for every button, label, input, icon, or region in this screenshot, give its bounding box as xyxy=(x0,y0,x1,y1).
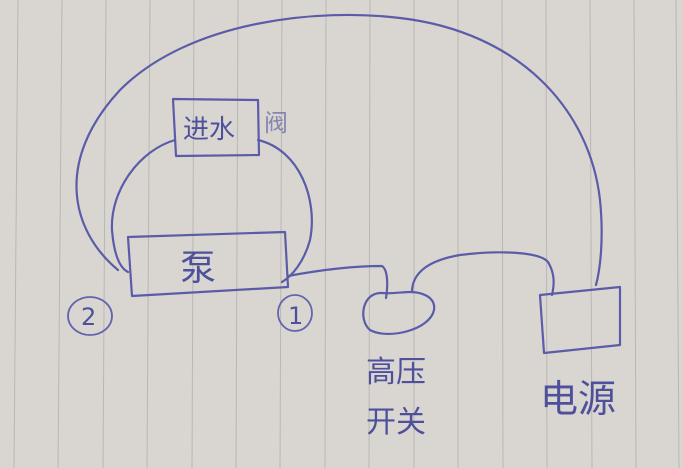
inlet-valve-label: 进水 xyxy=(183,115,235,145)
pressure-switch-shape xyxy=(362,290,436,335)
pressure-switch-label-1: 高压 xyxy=(366,355,426,390)
pump-label: 泵 xyxy=(180,248,216,289)
outer-wire xyxy=(75,13,603,287)
power-supply-label: 电源 xyxy=(540,377,616,421)
pressure-switch-label-2: 开关 xyxy=(366,405,426,440)
wire-pump-to-switch xyxy=(286,264,389,300)
inner-wire-left xyxy=(110,138,177,274)
power-supply-box xyxy=(538,285,622,355)
inlet-valve-box xyxy=(171,97,261,158)
terminal-1-label: 1 xyxy=(288,302,303,330)
inner-wire-right xyxy=(256,138,313,284)
terminal-1-circle xyxy=(277,294,313,332)
inlet-valve-suffix: 阀 xyxy=(264,109,288,137)
terminal-2-label: 2 xyxy=(81,303,96,331)
wire-switch-to-power xyxy=(410,251,555,297)
terminal-2-circle xyxy=(67,296,113,336)
pump-box xyxy=(126,230,290,298)
